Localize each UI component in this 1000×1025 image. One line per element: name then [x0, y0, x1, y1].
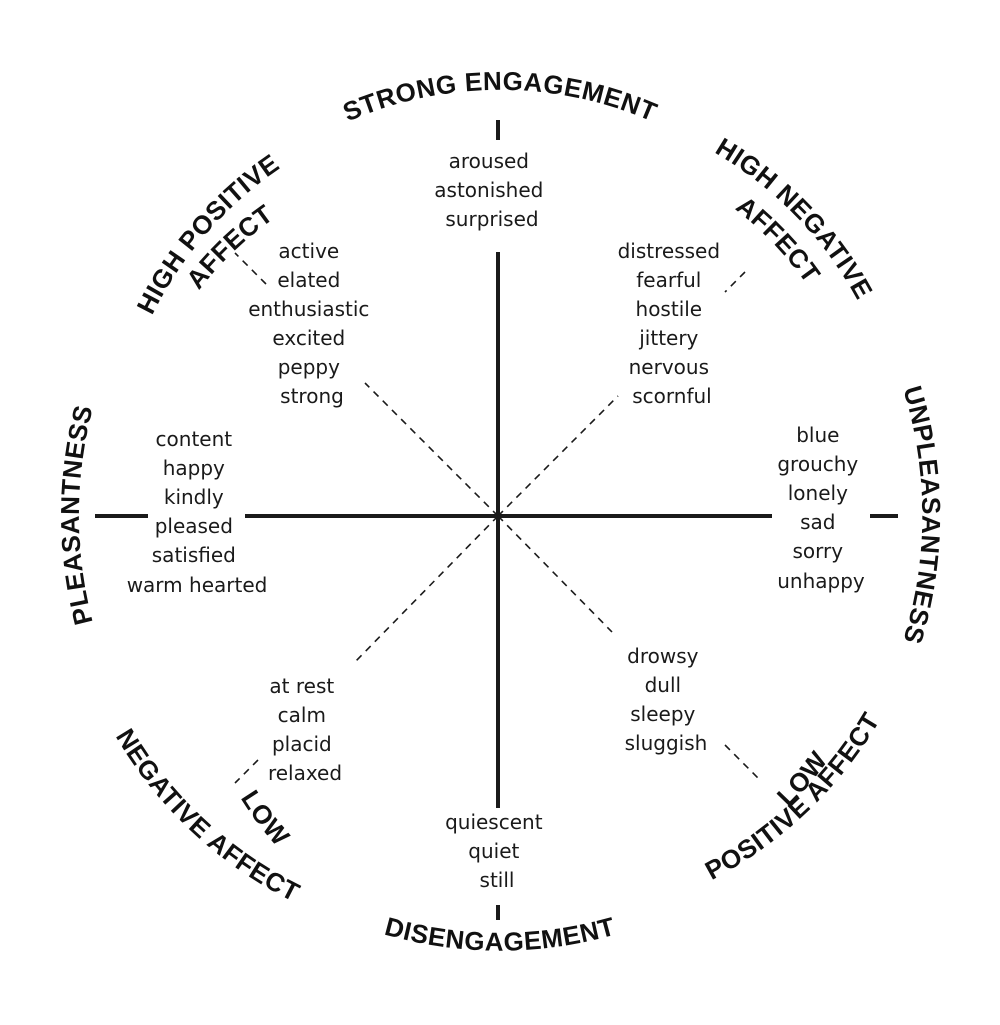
group-pleasantness: content happy kindly pleased satisfied w… [127, 427, 268, 597]
word: drowsy [627, 644, 698, 668]
group-high-positive-affect: active elated enthusiastic excited peppy… [248, 239, 376, 408]
diagonals [234, 252, 761, 784]
word: astonished [434, 178, 543, 202]
group-high-negative-affect: distressed fearful hostile jittery nervo… [618, 239, 727, 408]
word: satisfied [152, 543, 236, 567]
title-disengagement: DISENGAGEMENT [382, 911, 618, 957]
word: still [480, 868, 515, 892]
word: nervous [629, 355, 709, 379]
group-low-positive-affect: drowsy dull sleepy sluggish [625, 644, 708, 755]
word: aroused [449, 149, 529, 173]
word: surprised [445, 207, 538, 231]
group-unpleasantness: blue grouchy lonely sad sorry unhappy [777, 423, 865, 593]
word: content [156, 427, 233, 451]
diagonal-low-positive [497, 515, 613, 633]
group-strong-engagement: aroused astonished surprised [434, 149, 549, 231]
diagonal-high-negative [497, 395, 619, 517]
word: enthusiastic [248, 297, 369, 321]
word: pleased [155, 514, 233, 538]
title-unpleasantness: UNPLEASANTNESS [897, 382, 946, 647]
word: grouchy [777, 452, 858, 476]
word: jittery [638, 326, 698, 350]
word: sleepy [630, 702, 695, 726]
word: hostile [636, 297, 703, 321]
word: sorry [793, 539, 844, 563]
title-high-negative-line1: HIGH NEGATIVE [711, 132, 879, 304]
word: fearful [636, 268, 701, 292]
diagonal-high-positive [364, 382, 499, 517]
word: excited [272, 326, 345, 350]
axes [95, 120, 898, 920]
word: blue [796, 423, 839, 447]
word: strong [280, 384, 344, 408]
word: active [278, 239, 339, 263]
word: calm [278, 703, 326, 727]
word: unhappy [777, 569, 865, 593]
word: at rest [269, 674, 334, 698]
word: relaxed [268, 761, 342, 785]
word: placid [272, 732, 332, 756]
diagonal-low-positive-outer [724, 744, 761, 781]
word: kindly [164, 485, 224, 509]
word: happy [163, 456, 225, 480]
word: quiet [468, 839, 519, 863]
word: scornful [632, 384, 711, 408]
title-pleasantness: PLEASANTNESS [55, 402, 99, 628]
diagonal-low-negative-outer [234, 759, 259, 784]
word: sad [800, 510, 835, 534]
word-groups: aroused astonished surprised active elat… [127, 149, 865, 892]
word: sluggish [625, 731, 708, 755]
word: dull [645, 673, 681, 697]
word: quiescent [445, 810, 543, 834]
diagonal-low-negative [352, 515, 499, 665]
word: peppy [278, 355, 340, 379]
group-disengagement: quiescent quiet still [445, 810, 549, 892]
diagonal-high-positive-outer [234, 252, 267, 285]
word: lonely [788, 481, 848, 505]
word: elated [277, 268, 340, 292]
title-low-positive-line2: POSITIVE AFFECT [700, 707, 886, 886]
group-low-negative-affect: at rest calm placid relaxed [268, 674, 342, 785]
diagonal-high-negative-outer [724, 271, 746, 293]
word: warm hearted [127, 573, 268, 597]
word: distressed [618, 239, 720, 263]
title-strong-engagement: STRONG ENGAGEMENT [339, 66, 662, 127]
title-low-negative-line1: LOW [235, 785, 296, 852]
